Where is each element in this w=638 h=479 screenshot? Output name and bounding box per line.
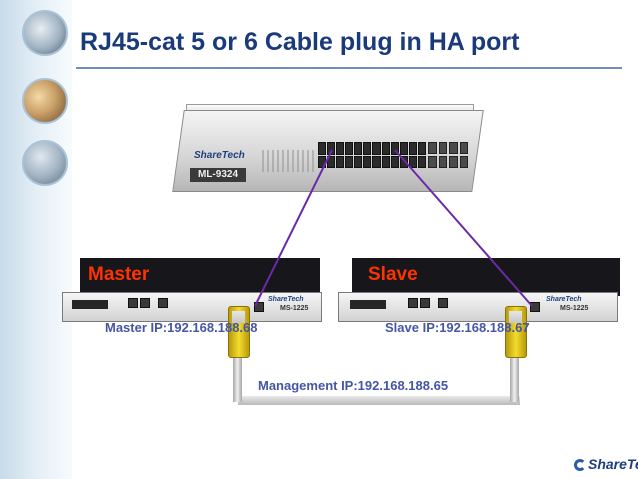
switch-port [318,155,327,168]
master-brand-logo: ShareTech [268,296,304,303]
sfp-port [449,156,458,168]
slave-ha-port [530,302,540,312]
switch-model-label: ML-9324 [190,168,246,182]
switch-port [327,142,336,155]
switch-port [345,155,354,168]
switch-port [354,142,363,155]
switch-port [345,142,354,155]
switch-port [399,155,408,168]
sfp-port [428,156,437,168]
slave-cable [510,350,519,402]
switch-port [381,155,390,168]
slave-lcd [350,300,386,309]
switch-port-block [318,142,426,168]
switch-top-panel [186,104,474,115]
switch-led-panel [262,150,314,172]
switch-port [381,142,390,155]
switch-port [354,155,363,168]
logo-swoosh-icon [574,459,586,472]
slave-port [420,298,430,308]
footer-logo: ShareTech [574,456,638,472]
switch-port [417,142,426,155]
title-divider [76,67,622,69]
master-lcd [72,300,108,309]
sfp-port [449,142,458,154]
switch-port [417,155,426,168]
sfp-port [438,156,447,168]
switch-brand-logo: ShareTech [194,150,245,161]
slave-port [408,298,418,308]
switch-port [372,155,381,168]
switch-port [336,155,345,168]
master-port [128,298,138,308]
slave-label: Slave [368,264,418,285]
slave-brand-logo: ShareTech [546,296,582,303]
management-cable [238,396,520,405]
management-ip-label: Management IP:192.168.188.65 [258,378,449,393]
slave-model-label: MS-1225 [560,305,589,312]
switch-port [372,142,381,155]
master-label: Master [88,264,150,285]
master-rj45-plug [228,306,250,358]
slide-title: RJ45-cat 5 or 6 Cable plug in HA port [80,28,520,56]
switch-port [399,142,408,155]
master-port [140,298,150,308]
switch-sfp-block [428,142,468,168]
master-port [158,298,168,308]
switch-port [390,155,399,168]
thumbnail-image [22,78,68,124]
master-cable [233,350,242,402]
thumbnail-image [22,10,68,56]
master-model-label: MS-1225 [280,305,309,312]
slave-port [438,298,448,308]
sidebar-decoration [0,0,72,479]
switch-port [327,155,336,168]
master-ip-label: Master IP:192.168.188.68 [105,320,258,335]
switch-port [363,142,372,155]
switch-port [336,142,345,155]
slave-ip-label: Slave IP:192.168.188.67 [385,320,530,335]
sfp-port [459,142,468,154]
master-ha-port [254,302,264,312]
switch-port [390,142,399,155]
footer-logo-text: ShareTech [588,456,638,472]
switch-port [408,155,417,168]
thumbnail-image [22,140,68,186]
switch-port [363,155,372,168]
switch-port [318,142,327,155]
sfp-port [459,156,468,168]
sfp-port [438,142,447,154]
sfp-port [428,142,437,154]
switch-port [408,142,417,155]
